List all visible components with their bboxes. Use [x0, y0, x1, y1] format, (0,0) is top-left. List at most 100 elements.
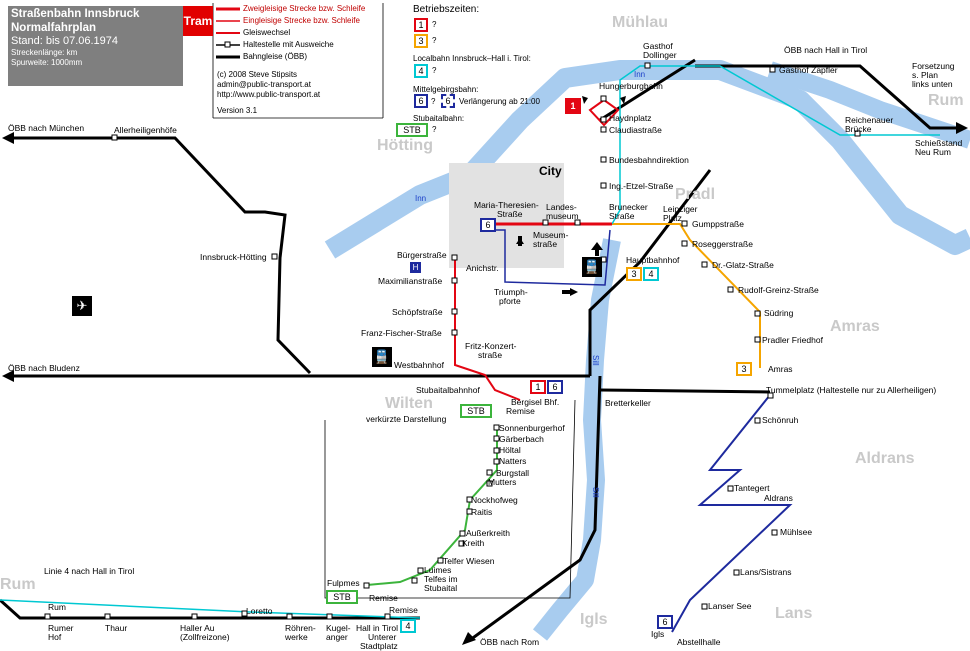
- stop-muehlsee: Mühlsee: [780, 527, 813, 537]
- service-stb-heading: Stubaitalbahn:: [413, 114, 465, 123]
- train-icon: 🚆: [372, 347, 392, 367]
- stop-natters: Natters: [499, 456, 527, 466]
- obb-rom-label: ÖBB nach Rom: [480, 637, 540, 647]
- route-badge-stb-fulpmes: STB: [326, 590, 358, 604]
- obb-bludenz-label: ÖBB nach Bludenz: [8, 363, 80, 373]
- stop-rudolf-greinz: Rudolf-Greinz-Straße: [738, 285, 819, 295]
- inn-river-east: [767, 61, 970, 149]
- stop-haller-au-1: Haller Au: [180, 623, 215, 633]
- stop-luimes: Luimes: [424, 565, 452, 575]
- stop-fulpmes: Fulpmes: [327, 578, 360, 588]
- stop-maximilianstrasse: Maximilianstraße: [378, 276, 443, 286]
- obb-muenchen-label: ÖBB nach München: [8, 123, 85, 133]
- copyright: (c) 2008 Steve Stipsits: [217, 70, 298, 79]
- obb-hall-label: ÖBB nach Hall in Tirol: [784, 45, 868, 55]
- stop-anichstr: Anichstr.: [466, 263, 499, 273]
- stop-franz-fischer: Franz-Fischer-Straße: [361, 328, 442, 338]
- stop-rum: Rum: [48, 602, 66, 612]
- service-1-time: ?: [432, 20, 437, 29]
- stop-mutters: Mutters: [488, 477, 517, 487]
- stop-suedring: Südring: [764, 308, 794, 318]
- stop-raitis: Raitis: [471, 507, 493, 517]
- service-badge-6: 6: [414, 94, 428, 108]
- service-badge-6-dashed: 6: [441, 94, 455, 108]
- route-badge-6-maria: 6: [480, 218, 496, 232]
- stop-gaerberbach: Gärberbach: [499, 434, 544, 444]
- stop-amras: Amras: [768, 364, 793, 374]
- stop-hall-1: Hall in Tirol: [356, 623, 399, 633]
- stop-sonnenburgerhof: Sonnenburgerhof: [499, 423, 565, 433]
- legend-double-track: Zweigleisige Strecke bzw. Schleife: [243, 4, 366, 13]
- stop-burgstall: Burgstall: [496, 468, 530, 478]
- stop-reichenauer-1: Reichenauer: [845, 115, 894, 125]
- district-rum-east: Rum: [928, 92, 964, 109]
- service-mittelgebirgsbahn-heading: Mittelgebirgsbahn:: [413, 85, 479, 94]
- stop-maria-theresien-2: Straße: [497, 209, 523, 219]
- stop-hall-2: Unterer: [368, 632, 397, 642]
- route-badge-1-hungerburg: 1: [565, 98, 581, 114]
- stop-haller-au-2: (Zollfreizone): [180, 632, 230, 642]
- map-units-length: Streckenlänge: km: [11, 48, 78, 57]
- stop-gasthof-dollinger-2: Dollinger: [643, 50, 677, 60]
- stop-roehrenwerke-2: werke: [285, 632, 308, 642]
- district-aldrans: Aldrans: [855, 450, 915, 467]
- stop-telfer-wiesen: Telfer Wiesen: [443, 556, 495, 566]
- stop-bergisel: Bergisel Bhf.: [511, 397, 560, 407]
- stop-museumstrasse-1: Museum-: [533, 230, 569, 240]
- stop-hauptbahnhof: Hauptbahnhof: [626, 255, 680, 265]
- stop-gasthof-zapfler: Gasthof Zapfler: [779, 65, 838, 75]
- district-rum-west: Rum: [0, 576, 36, 593]
- tram-tag: Tram: [183, 6, 213, 36]
- service-badge-3: 3: [414, 34, 428, 48]
- stop-fritz-konzert-1: Fritz-Konzert-: [465, 341, 517, 351]
- stop-tantegert: Tantegert: [734, 483, 770, 493]
- stop-buergerstrasse: Bürgerstraße: [397, 250, 447, 260]
- stop-nockhofweg: Nockhofweg: [471, 495, 518, 505]
- stop-rumer-hof-2: Hof: [48, 632, 62, 642]
- depot-abstellhalle: Abstellhalle: [677, 637, 721, 647]
- stop-haydnplatz: Haydnplatz: [609, 113, 652, 123]
- service-badge-stb: STB: [396, 123, 428, 137]
- stop-thaur: Thaur: [105, 623, 128, 633]
- stop-etzel: Ing.-Etzel-Straße: [609, 181, 674, 191]
- stop-bretterkeller: Bretterkeller: [605, 398, 651, 408]
- map-subtitle: Normalfahrplan: [11, 22, 96, 34]
- airport-icon: ✈: [72, 296, 92, 316]
- service-heading: Betriebszeiten:: [413, 4, 480, 15]
- district-wilten: Wilten: [385, 395, 433, 412]
- stop-westbahnhof: Westbahnhof: [394, 360, 444, 370]
- legend-single-track: Eingleisige Strecke bzw. Schleife: [243, 16, 360, 25]
- legend-passing-stop: Haltestelle mit Ausweiche: [243, 40, 334, 49]
- shortened-note: verkürzte Darstellung: [366, 414, 447, 424]
- stop-schoepfstrasse: Schöpfstraße: [392, 307, 443, 317]
- stop-museumstrasse-2: straße: [533, 239, 558, 249]
- stop-bundesbahndirektion: Bundesbahndirektion: [609, 155, 689, 165]
- stop-reichenauer-2: Brücke: [845, 124, 872, 134]
- stop-kreith: Kreith: [462, 538, 485, 548]
- stop-hoelltal: Höltal: [499, 445, 521, 455]
- district-amras: Amras: [830, 318, 880, 335]
- stop-loretto: Loretto: [246, 606, 273, 616]
- stop-brunecker-1: Brunecker: [609, 202, 648, 212]
- continuation-note-2: s. Plan: [912, 70, 938, 80]
- map-units-gauge: Spurweite: 1000mm: [11, 58, 83, 67]
- stop-telfes-1: Telfes im: [424, 574, 458, 584]
- stop-hungerburgbahn: Hungerburgbahn: [599, 81, 663, 91]
- legend-crossover: Gleiswechsel: [243, 28, 291, 37]
- stop-maria-theresien-1: Maria-Theresien-: [474, 200, 539, 210]
- map-title: Straßenbahn Innsbruck: [11, 8, 140, 20]
- stop-igls: Igls: [651, 629, 665, 639]
- stop-landesmuseum-2: museum: [546, 211, 579, 221]
- train-icon: 🚆: [582, 257, 602, 277]
- line4-note: Linie 4 nach Hall in Tirol: [44, 566, 135, 576]
- stop-tummelplatz: Tummelplatz (Haltestelle nur zu Allerhei…: [766, 385, 937, 395]
- route-badge-6-stubai: 6: [547, 380, 563, 394]
- parking-icon: H: [410, 262, 421, 273]
- stop-telfes-2: Stubaital: [424, 583, 458, 593]
- route-badge-4-hall: 4: [400, 619, 416, 633]
- route-badge-stb-bergisel: STB: [460, 404, 492, 418]
- district-hoetting: Hötting: [377, 137, 433, 154]
- district-igls: Igls: [580, 611, 608, 628]
- stop-brunecker-2: Straße: [609, 211, 635, 221]
